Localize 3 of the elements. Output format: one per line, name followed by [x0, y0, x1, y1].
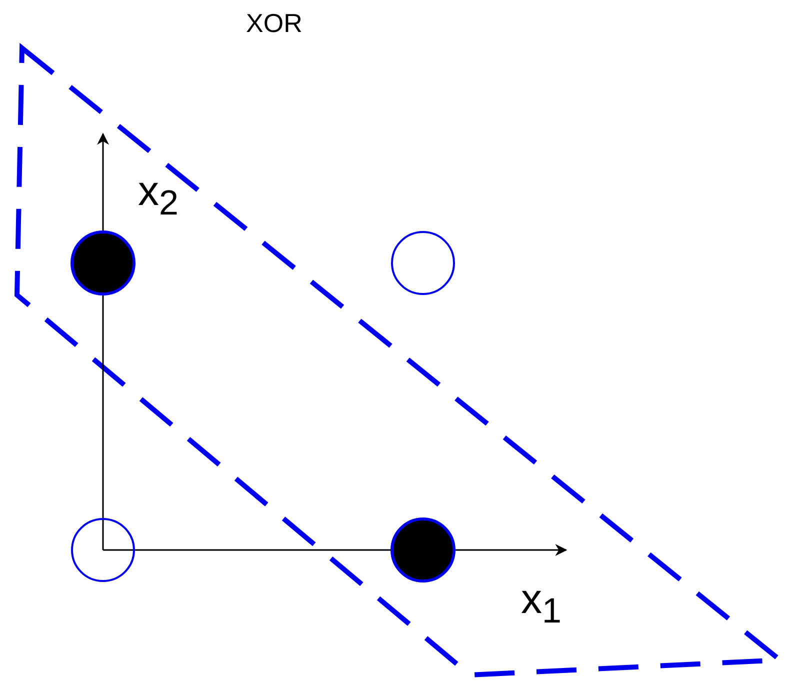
axis-label: x$_{1}$	[521, 578, 562, 628]
diagram-title: XOR	[246, 10, 302, 36]
axis-label: x$_{2}$	[138, 170, 178, 220]
